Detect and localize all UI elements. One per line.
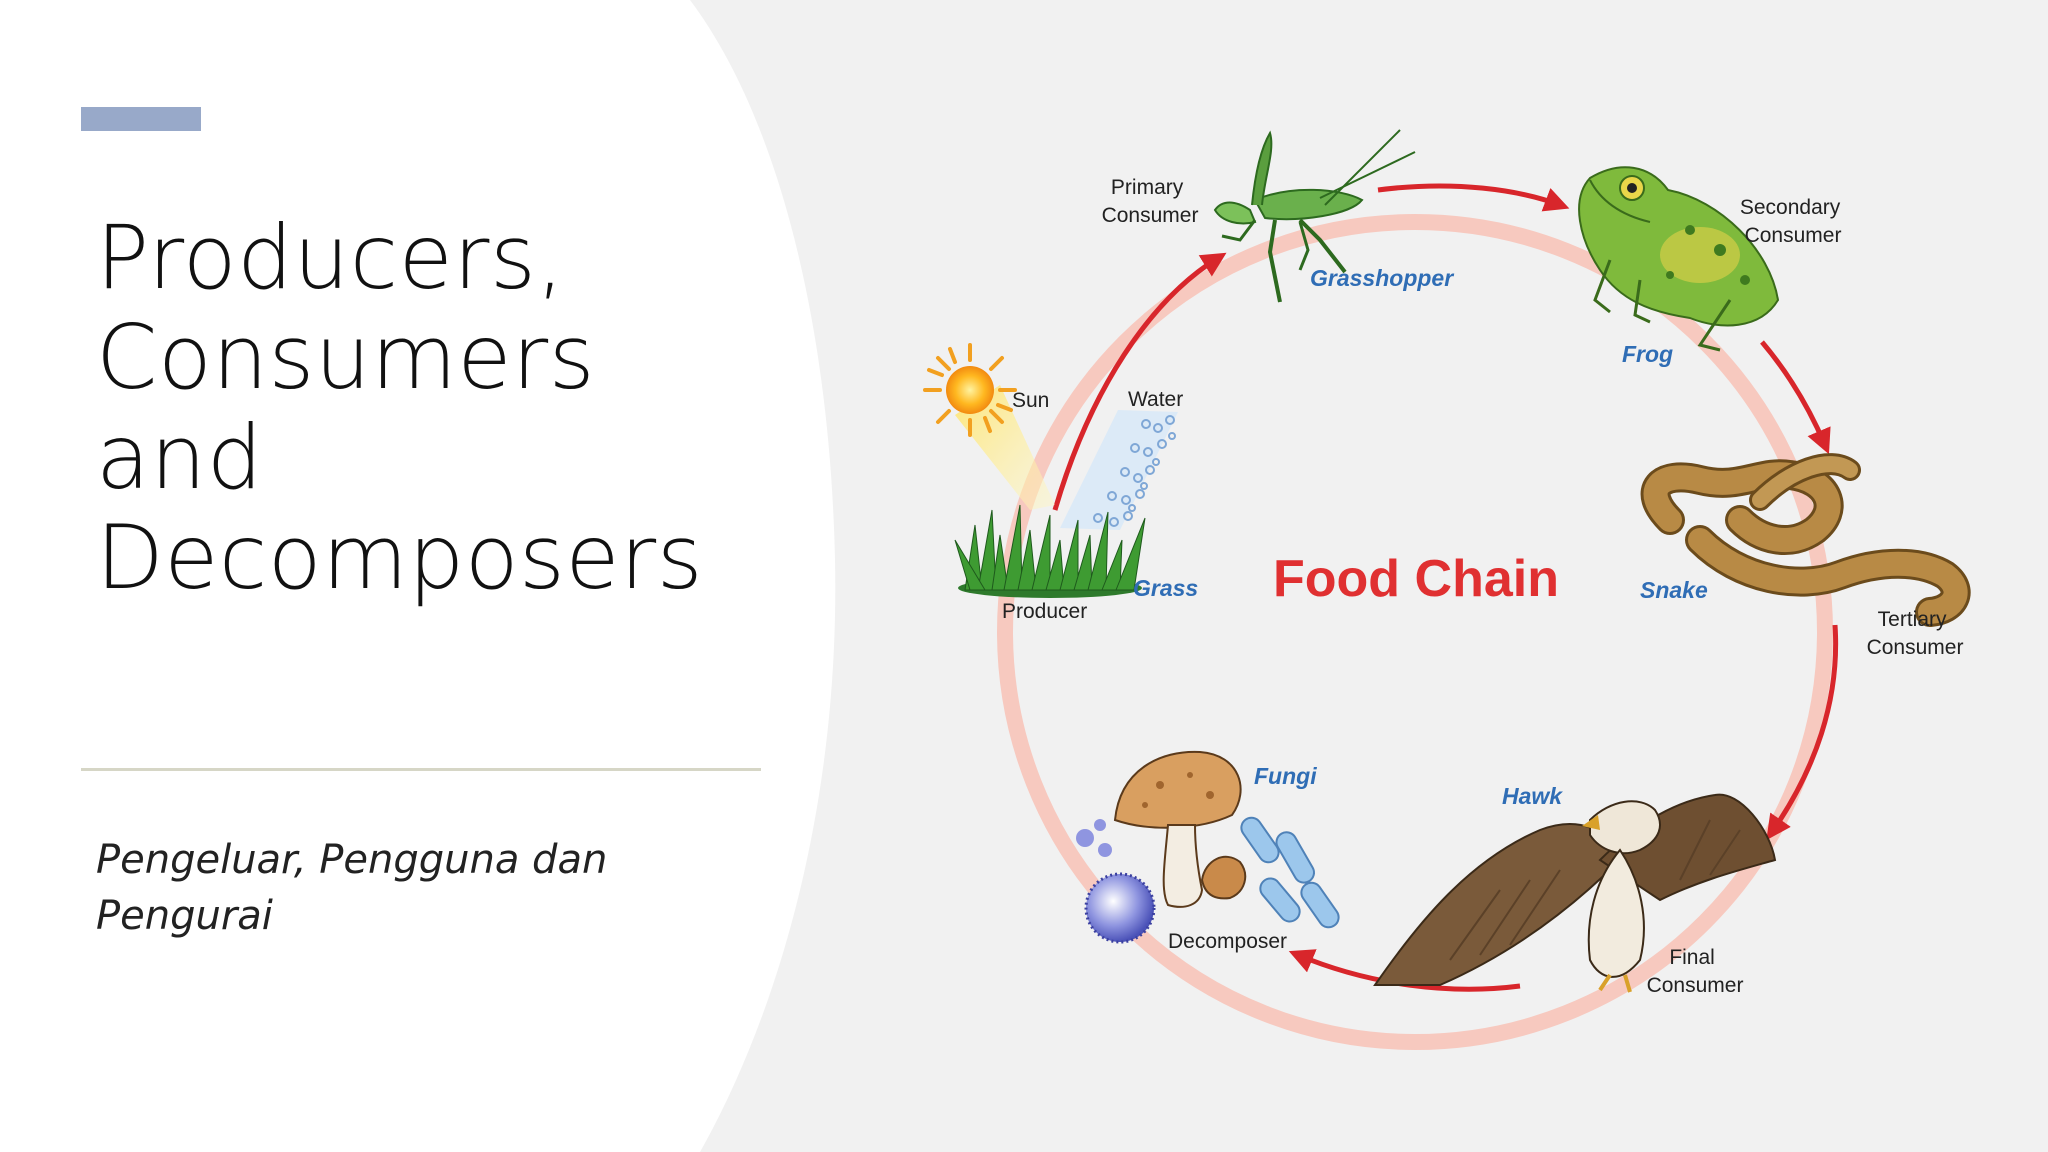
- final-consumer-label: Final Consumer: [1647, 946, 1744, 997]
- grasshopper-species-label: Grasshopper: [1310, 265, 1454, 291]
- snake-icon: [1640, 453, 1971, 627]
- snake-species-label: Snake: [1640, 577, 1708, 603]
- role-line: Final: [1669, 946, 1715, 969]
- arrow-frog-to-snake: [1760, 340, 1831, 455]
- accent-bar: [81, 107, 201, 131]
- grasshopper-icon: [1213, 129, 1416, 303]
- title-line: Producers,: [96, 206, 565, 309]
- fungi-species-label: Fungi: [1254, 763, 1317, 789]
- title-line: Consumers: [96, 306, 596, 409]
- subtitle-line: Pengeluar, Pengguna dan: [96, 837, 608, 883]
- arrow-snake-to-hawk: [1766, 624, 1839, 841]
- food-chain-title: Food Chain: [1273, 550, 1559, 608]
- role-line: Consumer: [1867, 636, 1964, 659]
- role-line: Secondary: [1740, 196, 1841, 219]
- water-label: Water: [1128, 388, 1183, 411]
- food-chain-diagram: Sun Water: [923, 129, 1971, 1050]
- grass-icon: [954, 504, 1146, 598]
- primary-consumer-label: Primary Consumer: [1102, 176, 1199, 227]
- water-drops-icon: [1060, 410, 1178, 530]
- sun-icon: [923, 343, 1055, 510]
- arrow-grasshopper-to-frog: [1377, 183, 1570, 212]
- hawk-icon: [1373, 793, 1777, 993]
- role-line: Tertiary: [1878, 608, 1947, 631]
- frog-species-label: Frog: [1622, 341, 1673, 367]
- title-line: and: [96, 406, 264, 509]
- slide-title: Producers, Consumers and Decomposers: [96, 208, 776, 608]
- producer-role-label: Producer: [1002, 600, 1087, 623]
- slide-subtitle: Pengeluar, Pengguna dan Pengurai: [96, 832, 656, 944]
- title-line: Decomposers: [96, 506, 704, 609]
- subtitle-line: Pengurai: [96, 893, 273, 939]
- decomposer-role-label: Decomposer: [1168, 930, 1287, 953]
- role-line: Consumer: [1745, 224, 1842, 247]
- role-line: Consumer: [1647, 974, 1744, 997]
- sun-label: Sun: [1012, 389, 1049, 412]
- arrow-grass-to-grasshopper: [1052, 252, 1227, 511]
- tertiary-consumer-label: Tertiary Consumer: [1867, 608, 1964, 659]
- grass-species-label: Grass: [1133, 575, 1198, 601]
- role-line: Primary: [1111, 176, 1184, 199]
- frog-icon: [1578, 166, 1780, 352]
- food-chain-ring: [997, 214, 1833, 1050]
- hawk-species-label: Hawk: [1502, 783, 1563, 809]
- mushroom-icon: [1076, 750, 1340, 944]
- secondary-consumer-label: Secondary Consumer: [1740, 196, 1846, 247]
- role-line: Consumer: [1102, 204, 1199, 227]
- divider-line: [81, 768, 761, 771]
